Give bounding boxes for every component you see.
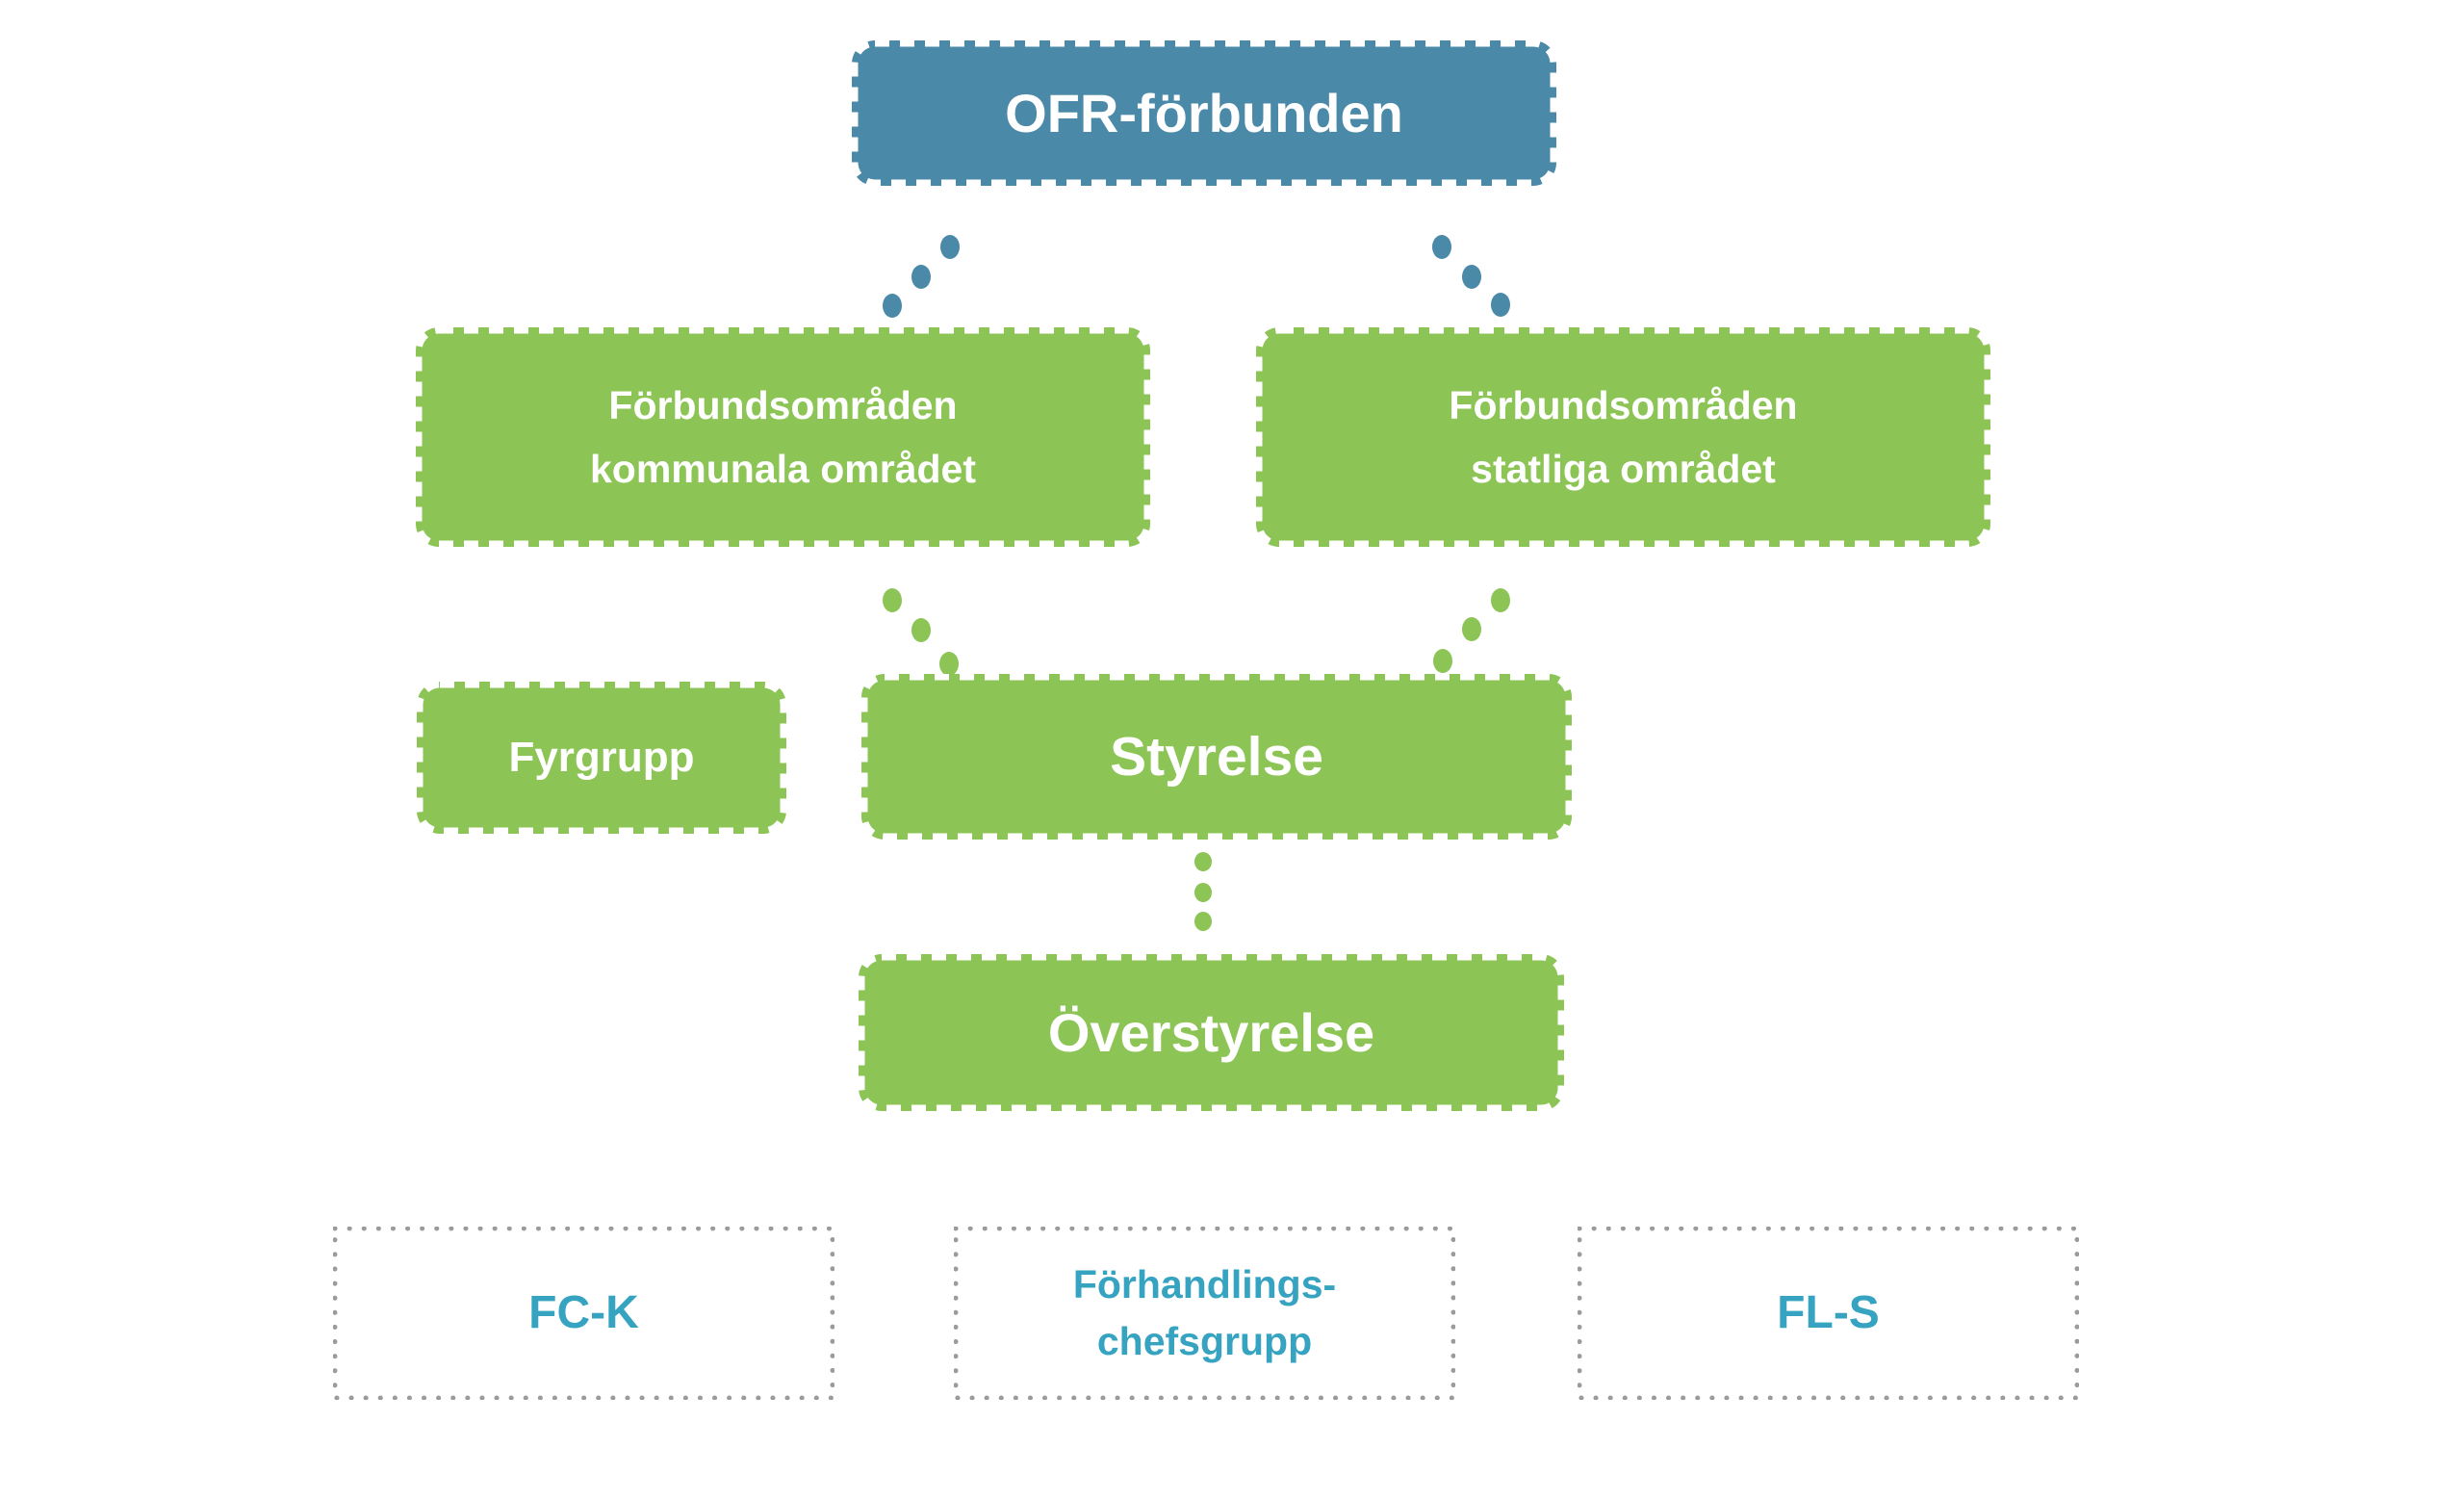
label-line: Förbundsområden — [608, 382, 958, 427]
node-forhandlingschefsgrupp: Förhandlings- chefsgrupp — [954, 1227, 1455, 1400]
connector-dot — [1194, 852, 1212, 871]
connector-dot — [1194, 883, 1212, 902]
connector-dot — [1462, 617, 1481, 641]
connector-dot — [911, 618, 931, 642]
node-forbundsomraden-statliga: Förbundsområden statliga området — [1256, 327, 1990, 547]
node-fc-k-label: FC-K — [528, 1287, 639, 1339]
label-line: chefsgrupp — [1096, 1319, 1313, 1363]
node-fyrgrupp-label: Fyrgrupp — [508, 733, 695, 781]
node-fl-s: FL-S — [1578, 1227, 2079, 1400]
connector-dot — [1491, 588, 1510, 612]
connector-dot — [911, 265, 931, 289]
label-line: Förbundsområden — [1449, 382, 1798, 427]
node-forbundsomraden-kommunala: Förbundsområden kommunala området — [416, 327, 1150, 547]
connector-dot — [883, 588, 902, 612]
connector-dot — [883, 294, 902, 318]
connector-dot — [939, 652, 959, 676]
node-styrelse-label: Styrelse — [1110, 725, 1323, 788]
node-fyrgrupp: Fyrgrupp — [417, 682, 786, 834]
node-overstyrelse-label: Överstyrelse — [1047, 1001, 1375, 1063]
node-ofr-forbunden: OFR-förbunden — [852, 40, 1556, 186]
connector-dot — [1462, 265, 1481, 289]
connector-dot — [1194, 912, 1212, 931]
node-fl-s-label: FL-S — [1777, 1287, 1880, 1339]
label-line: kommunala området — [590, 447, 976, 491]
connector-dot — [1433, 649, 1452, 673]
label-line: statliga området — [1471, 447, 1776, 491]
connector-dot — [1491, 293, 1510, 317]
connector-dot — [1432, 235, 1451, 259]
node-forbundsomraden-kommunala-label: Förbundsområden kommunala området — [590, 374, 976, 502]
connector-dot — [940, 235, 960, 259]
node-overstyrelse: Överstyrelse — [859, 954, 1564, 1111]
node-forhandlingschefsgrupp-label: Förhandlings- chefsgrupp — [1073, 1256, 1336, 1371]
label-line: Förhandlings- — [1072, 1261, 1337, 1306]
node-ofr-forbunden-label: OFR-förbunden — [1005, 82, 1403, 143]
node-forbundsomraden-statliga-label: Förbundsområden statliga området — [1449, 374, 1797, 502]
node-fc-k: FC-K — [333, 1227, 834, 1400]
node-styrelse: Styrelse — [861, 674, 1572, 840]
